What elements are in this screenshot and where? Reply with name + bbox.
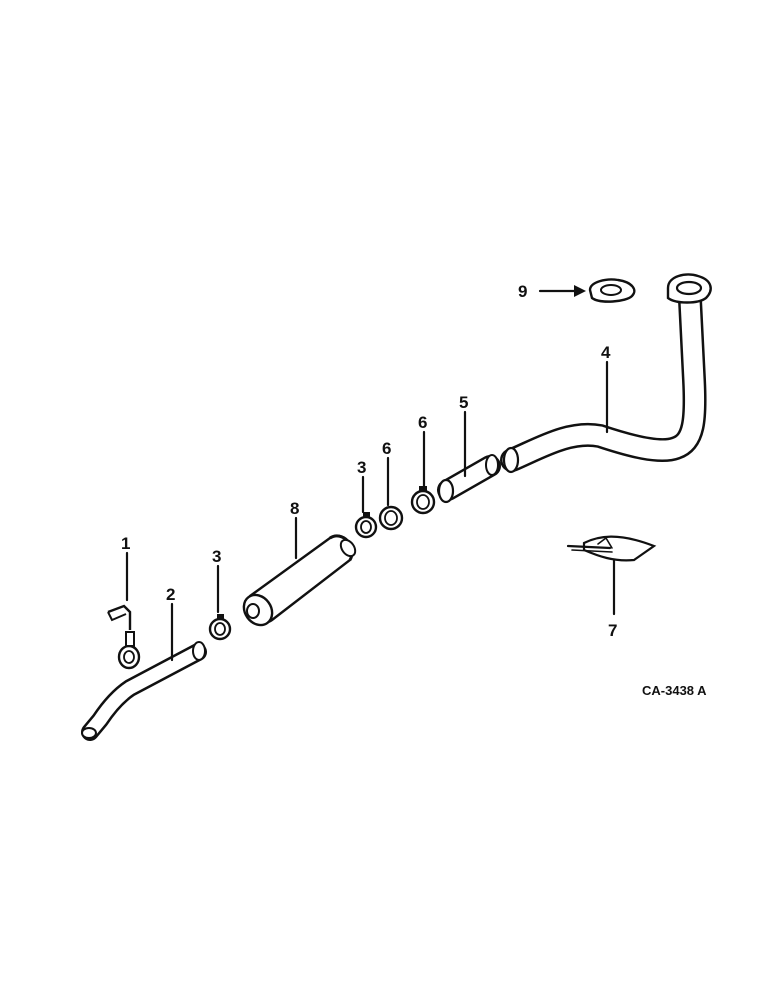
part-1-hanger-clamp — [107, 604, 141, 670]
part-6-clamp-left — [378, 505, 404, 531]
callout-labels: 1 2 3 8 3 6 6 5 4 7 9 — [121, 282, 617, 640]
part-7-bracket — [566, 535, 657, 562]
part-4-exhaust-pipe — [500, 273, 712, 474]
callout-6-left: 6 — [382, 439, 391, 458]
arrow-9 — [538, 285, 586, 297]
part-3-ring-lower — [208, 614, 232, 641]
callout-5: 5 — [459, 393, 468, 412]
part-6-clamp-right — [410, 486, 436, 515]
part-5-tube — [437, 454, 501, 504]
part-2-tail-pipe — [81, 641, 207, 741]
leader-lines — [125, 285, 616, 662]
callout-3-lower: 3 — [212, 547, 221, 566]
figure-id: CA-3438 A — [642, 683, 707, 698]
callout-7: 7 — [608, 621, 617, 640]
callout-2: 2 — [166, 585, 175, 604]
part-3-ring-upper — [354, 512, 378, 539]
callout-1: 1 — [121, 534, 130, 553]
part-9-gasket — [588, 278, 636, 303]
callout-4: 4 — [601, 343, 611, 362]
callout-6-right: 6 — [418, 413, 427, 432]
part-8-muffler — [242, 534, 357, 627]
callout-9: 9 — [518, 282, 527, 301]
callout-8: 8 — [290, 499, 299, 518]
callout-3-upper: 3 — [357, 458, 366, 477]
